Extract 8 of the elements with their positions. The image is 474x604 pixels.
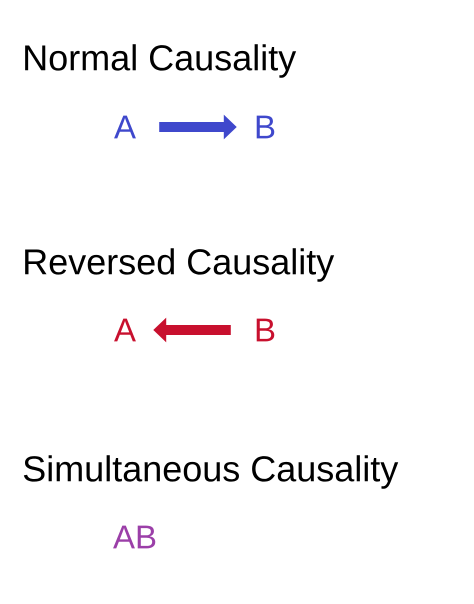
letter-label: A — [114, 116, 136, 138]
letter-label: B — [256, 116, 274, 138]
heading: Reversed Causality — [25, 248, 334, 282]
letter-label: AB — [113, 526, 156, 548]
letter-label: A — [114, 318, 136, 342]
letter-label: B — [256, 318, 274, 342]
heading: Simultaneous Causality — [24, 455, 398, 489]
heading: Normal Causality — [25, 44, 296, 78]
